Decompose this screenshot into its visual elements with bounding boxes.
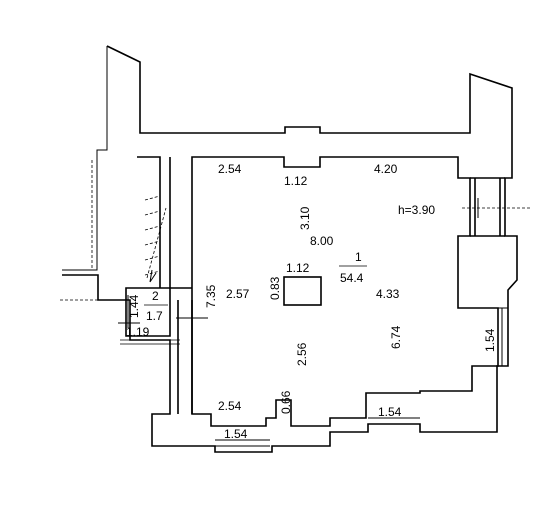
label-height-310: 3.10	[298, 206, 312, 230]
window-bottom-right	[368, 417, 420, 425]
room-2-number: 2	[152, 289, 159, 303]
label-top-left: 2.54	[218, 162, 242, 176]
left-inner-wall	[177, 300, 193, 414]
label-mid-674: 6.74	[389, 325, 403, 349]
room-1-wall	[191, 156, 499, 427]
label-column-width: 1.12	[286, 261, 310, 275]
label-left-257: 2.57	[226, 287, 250, 301]
room-2-hatch	[120, 339, 180, 345]
window-top-right	[470, 177, 505, 237]
label-bottom-254: 2.54	[218, 399, 242, 413]
window-bottom-left	[215, 439, 270, 447]
stair-arrow	[149, 269, 157, 283]
corridor-wall	[137, 156, 192, 289]
left-wall-hatch	[60, 160, 128, 301]
label-width-800: 8.00	[310, 234, 334, 248]
outer-wall	[62, 45, 518, 453]
label-top-niche: 1.12	[284, 174, 308, 188]
room-2-area: 1.7	[146, 309, 163, 323]
label-room2-119: 1.19	[126, 325, 150, 339]
label-bottom-066: 0.66	[279, 390, 293, 414]
left-wall-step	[62, 46, 108, 271]
stair-treads	[144, 195, 167, 279]
label-room2-144: 1.44	[127, 294, 141, 318]
label-bottom-154-right: 1.54	[378, 405, 402, 419]
label-left-735: 7.35	[204, 284, 218, 308]
column	[283, 276, 322, 306]
label-bottom-154-left: 1.54	[224, 427, 248, 441]
leader-room2	[118, 295, 140, 328]
room-1-number: 1	[355, 250, 362, 264]
leader-h390-ticks	[477, 198, 506, 218]
label-ceiling-height: h=3.90	[398, 203, 435, 217]
label-right-433: 4.33	[376, 287, 400, 301]
label-right-window: 1.54	[483, 328, 497, 352]
room-1-area: 54.4	[340, 271, 364, 285]
room-2-wall	[125, 287, 171, 337]
window-right	[498, 307, 508, 367]
label-top-right: 4.20	[374, 162, 398, 176]
label-mid-256: 2.56	[295, 342, 309, 366]
label-column-depth: 0.83	[268, 276, 282, 300]
